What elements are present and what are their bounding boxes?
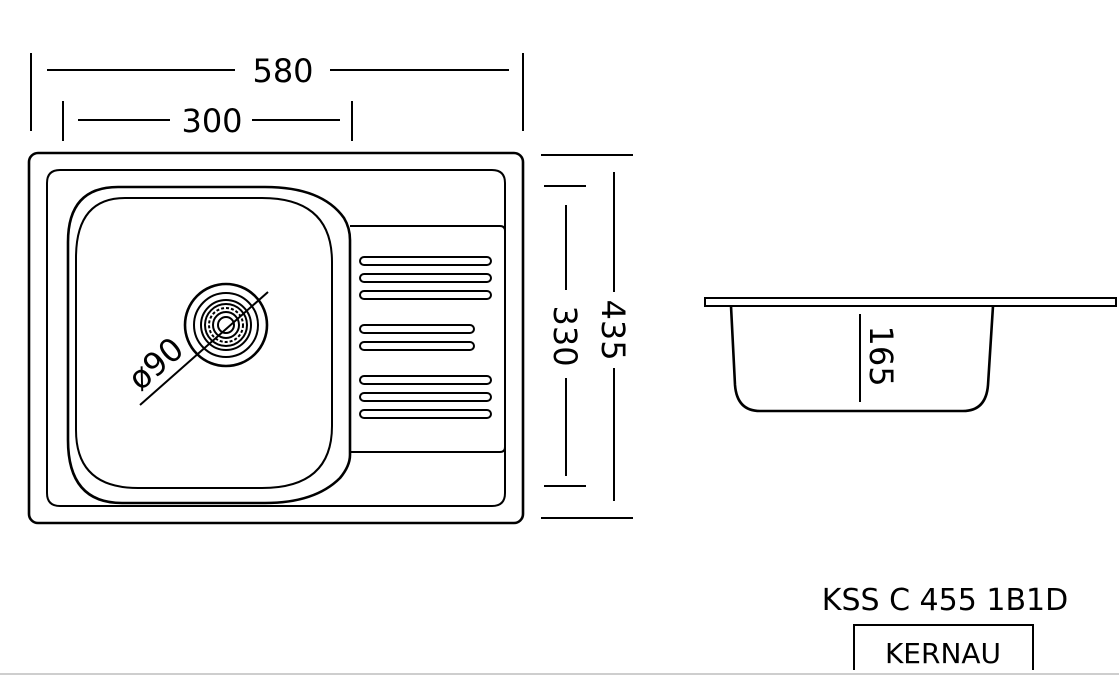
sink-rim-profile [704, 297, 1117, 307]
brand-name: KERNAU [885, 637, 1001, 670]
drain-diameter-label: ø90 [121, 330, 191, 398]
overall-depth-label: 435 [594, 299, 632, 360]
drainboard-rib [359, 375, 492, 385]
overall-depth-dimension: 435 [541, 154, 633, 519]
sink-outer-rim [27, 151, 525, 525]
drainboard-rib [359, 290, 492, 300]
drainboard-rib [359, 256, 492, 266]
drainboard-rib [359, 341, 475, 351]
sink-side-view: 165 [704, 297, 1117, 413]
drain-strainer-ring-inner [204, 303, 248, 347]
sink-top-view: ø90 [27, 151, 525, 525]
title-block: KSS C 455 1B1D KERNAU [822, 583, 1068, 670]
drain-diameter-leader [139, 291, 269, 406]
drainboard-panel [350, 225, 506, 453]
model-number: KSS C 455 1B1D [822, 583, 1068, 618]
drainboard-rib [359, 392, 492, 402]
drain-strainer-holes [208, 307, 244, 343]
bowl-section-profile [729, 305, 995, 413]
bowl-depth-dimension: 330 [544, 185, 586, 487]
drain-center [217, 316, 235, 334]
bowl-width-dimension: 300 [62, 101, 353, 141]
overall-width-dimension: 580 [30, 52, 524, 131]
bowl-height-label: 165 [862, 325, 900, 386]
drainboard-ribs-middle [359, 324, 475, 351]
sink-inner-rim [46, 169, 506, 507]
drainboard-ribs-top [359, 256, 492, 300]
overall-width-label: 580 [252, 52, 313, 90]
drainboard-rib [359, 273, 492, 283]
drainboard-rib [359, 324, 475, 334]
drain-outer-ring [183, 282, 269, 368]
bowl-depth-label: 330 [546, 305, 584, 366]
brand-box [853, 624, 1034, 670]
drain-strainer-ring [212, 311, 240, 339]
bowl-inner-contour [75, 197, 333, 489]
bowl-outer-contour [66, 185, 352, 505]
drain-strainer [139, 282, 269, 406]
drainboard-rib [359, 409, 492, 419]
drain-flange [193, 292, 259, 358]
drainboard-ribs-bottom [359, 375, 492, 419]
drain-strainer-ring [200, 299, 252, 351]
bowl-width-label: 300 [181, 102, 242, 140]
